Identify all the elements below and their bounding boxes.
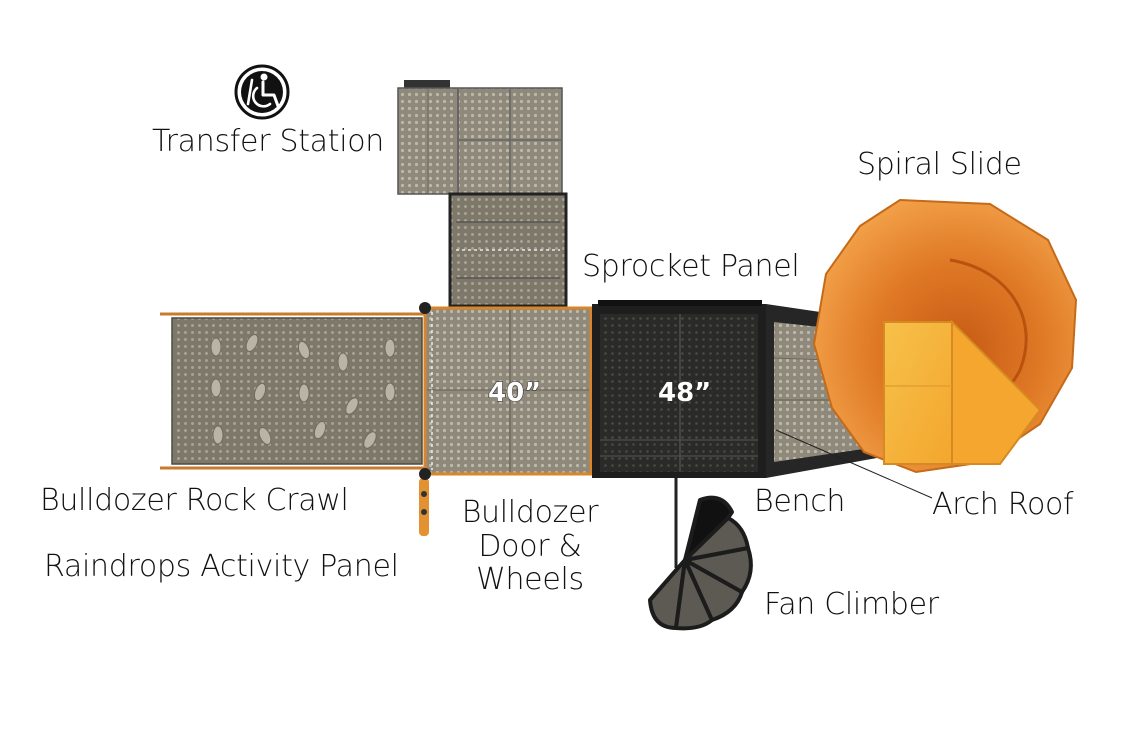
deck-40 (419, 302, 593, 480)
arch-roof-label: Arch Roof (932, 487, 1074, 522)
raindrops-activity-panel-label: Raindrops Activity Panel (44, 549, 399, 584)
activity-panel-post (419, 478, 429, 536)
transfer-station (397, 80, 568, 308)
deck-height-40-label: 40” (488, 378, 541, 408)
bench-label: Bench (754, 484, 846, 519)
fan-climber (648, 478, 753, 631)
wheelchair-accessibility-icon (234, 64, 290, 120)
bulldozer-door-wheels-label: Bulldozer Door & Wheels (450, 496, 610, 597)
sprocket-panel-label: Sprocket Panel (582, 249, 800, 284)
bulldozer-rock-crawl-label: Bulldozer Rock Crawl (40, 483, 349, 518)
bulldozer-door-line-1: Bulldozer (461, 495, 599, 530)
deck-48 (592, 300, 766, 478)
fan-climber-label: Fan Climber (764, 587, 939, 622)
spiral-slide (812, 198, 1078, 474)
arch-roof-callout-line (775, 429, 933, 499)
bulldozer-rock-crawl (160, 312, 425, 470)
deck-height-48-label: 48” (658, 378, 711, 408)
spiral-slide-label: Spiral Slide (857, 147, 1022, 182)
bulldozer-door-line-3: Wheels (476, 562, 584, 598)
bulldozer-door-line-2: Door & (478, 528, 582, 564)
transfer-station-label: Transfer Station (152, 124, 385, 159)
